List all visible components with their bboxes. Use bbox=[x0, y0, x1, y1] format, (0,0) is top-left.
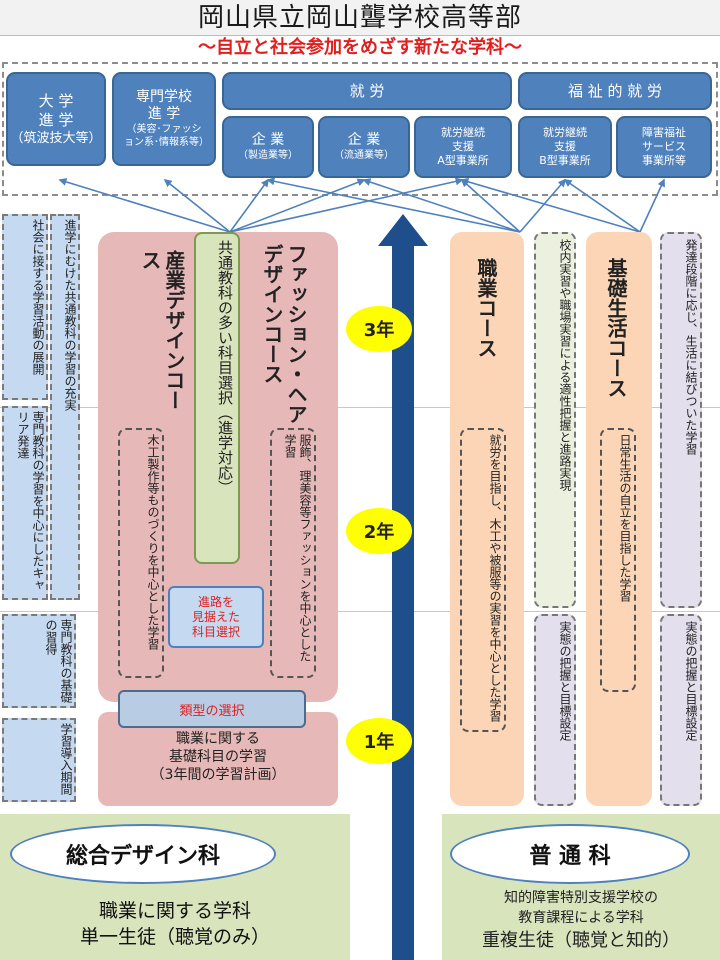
design-desc-line: 職業に関する学科 bbox=[98, 900, 251, 922]
foundation-line: 基礎科目の学習 bbox=[169, 749, 267, 765]
foundation-line: 職業に関する bbox=[176, 731, 260, 747]
type-selection-box: 類型の選択 bbox=[118, 690, 306, 728]
vocational-course: 職業コース bbox=[474, 258, 498, 358]
onsite-training-box: 校内実習や職場実習による適性把握と進路実現 bbox=[534, 232, 576, 608]
page-subtitle: ～自立と社会参加をめざす新たな学科～ bbox=[198, 37, 522, 58]
year-1-badge: 1年 bbox=[346, 718, 412, 764]
employment-header: 就 労 bbox=[222, 72, 512, 110]
vocational-school-sub: （美容･ファッション系･情報系等） bbox=[124, 124, 209, 148]
route-selection-box: 進路を 見据えた 科目選択 bbox=[168, 586, 264, 648]
fashion-note: 服飾、理美容等ファッションを中心とした学習 bbox=[270, 428, 316, 678]
industrial-design-course: 産業デザインコース bbox=[138, 250, 186, 410]
type-a-label: 就労継続 支援 A型事業所 bbox=[437, 126, 489, 167]
basic-life-course: 基礎生活コース bbox=[604, 258, 628, 398]
vocational-note: 就労を目指し、木工や被服等の実習を中心とした学習 bbox=[460, 428, 506, 732]
foundation-text: 職業に関する 基礎科目の学習 （3年間の学習計画） bbox=[98, 730, 338, 784]
university-sub: （筑波技大等） bbox=[10, 130, 102, 146]
design-dept-desc: 職業に関する学科 単一生徒（聴覚のみ） bbox=[0, 898, 350, 950]
design-dept-name: 総合デザイン科 bbox=[10, 824, 276, 884]
progress-arrow bbox=[378, 214, 428, 960]
design-desc-line: 単一生徒（聴覚のみ） bbox=[79, 926, 270, 948]
type-b-label: 就労継続 支援 B型事業所 bbox=[539, 126, 591, 167]
note-specialized: 専門教科の学習を中心にしたキャリア発達 bbox=[2, 406, 48, 600]
divider-line bbox=[0, 611, 720, 612]
general-desc-line: 教育課程による学科 bbox=[518, 910, 644, 926]
development-box: 発達段階に応じ、生活に結びついた学習 bbox=[660, 232, 702, 608]
general-desc-line: 知的障害特別支援学校の bbox=[504, 890, 658, 906]
year-3-badge: 3年 bbox=[346, 306, 412, 352]
vocational-school-label: 専門学校 進 学 bbox=[136, 89, 192, 122]
company-dist-sub: （流通業等） bbox=[334, 150, 394, 161]
assessment-box-2: 実態の把握と目標設定 bbox=[660, 614, 702, 806]
general-dept-desc: 知的障害特別支援学校の 教育課程による学科 重複生徒（聴覚と知的） bbox=[442, 888, 720, 954]
company-mfg-label: 企 業 bbox=[251, 132, 285, 148]
destinations-area bbox=[2, 62, 718, 196]
general-desc-line: 重複生徒（聴覚と知的） bbox=[482, 930, 680, 951]
year-2-badge: 2年 bbox=[346, 508, 412, 554]
life-note: 日常生活の自立を目指した学習 bbox=[600, 428, 636, 692]
note-basics: 専門教科の基礎の習得 bbox=[2, 614, 76, 708]
disability-service-box: 障害福祉 サービス 事業所等 bbox=[616, 116, 712, 178]
note-social-activities: 社会に接する学習活動の展開 bbox=[2, 214, 48, 400]
foundation-line: （3年間の学習計画） bbox=[150, 767, 286, 783]
note-advancement: 進学にむけた共通教科の学習の充実 bbox=[50, 214, 80, 600]
vocational-course-area bbox=[450, 232, 524, 806]
page-title: 岡山県立岡山聾学校高等部 bbox=[0, 0, 720, 36]
welfare-header: 福 祉 的 就 労 bbox=[518, 72, 712, 110]
company-dist-label: 企 業 bbox=[347, 132, 381, 148]
vocational-school-box: 専門学校 進 学 （美容･ファッション系･情報系等） bbox=[112, 72, 216, 166]
fashion-hair-course: ファッション・ヘアデザインコース bbox=[260, 244, 308, 424]
university-box: 大 学 進 学 （筑波技大等） bbox=[6, 72, 106, 166]
company-mfg-box: 企 業 （製造業等） bbox=[222, 116, 314, 178]
divider-line bbox=[0, 407, 720, 408]
note-intro-period: 学習導入期間 bbox=[2, 718, 76, 802]
employment-header-label: 就 労 bbox=[349, 81, 385, 100]
life-course-area bbox=[586, 232, 652, 806]
assessment-box: 実態の把握と目標設定 bbox=[534, 614, 576, 806]
company-mfg-sub: （製造業等） bbox=[238, 150, 298, 161]
type-b-box: 就労継続 支援 B型事業所 bbox=[518, 116, 612, 178]
general-dept-name: 普 通 科 bbox=[450, 824, 690, 884]
welfare-header-label: 福 祉 的 就 労 bbox=[567, 81, 663, 100]
disability-service-label: 障害福祉 サービス 事業所等 bbox=[642, 126, 686, 167]
company-dist-box: 企 業 （流通業等） bbox=[318, 116, 410, 178]
common-subjects-box: 共通教科の多い科目選択（進学対応） bbox=[194, 232, 240, 564]
woodwork-note: 木工製作等ものづくりを中心とした学習 bbox=[118, 428, 164, 678]
university-label: 大 学 進 学 bbox=[38, 91, 74, 129]
type-a-box: 就労継続 支援 A型事業所 bbox=[414, 116, 512, 178]
